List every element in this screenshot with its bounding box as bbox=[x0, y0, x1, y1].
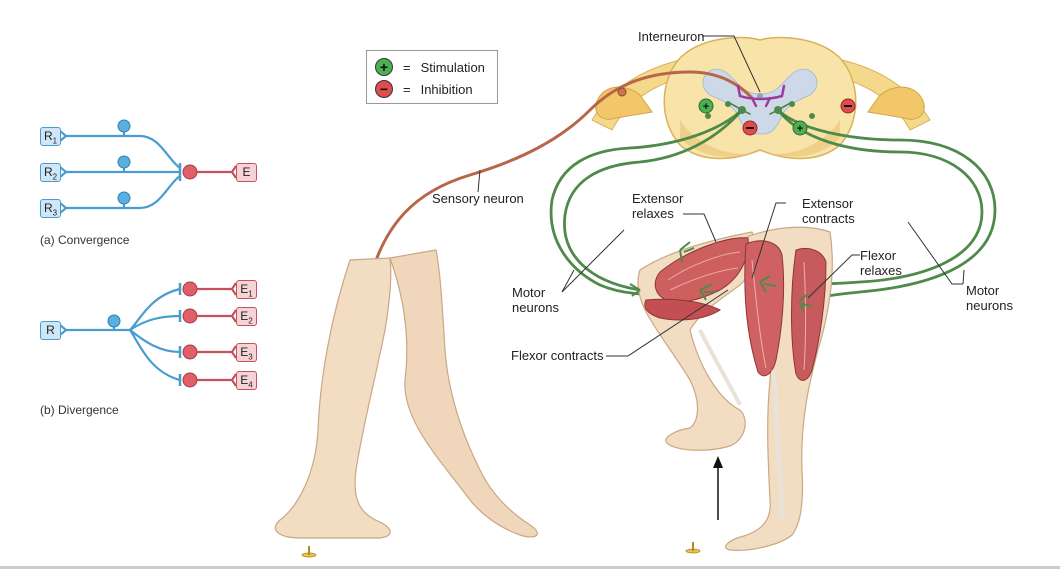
flexor-muscle-contracting bbox=[644, 298, 721, 321]
cell-body bbox=[107, 314, 121, 328]
stimulus-tacks bbox=[301, 542, 701, 558]
flexor-muscle-relaxing bbox=[791, 248, 827, 381]
svg-text:+: + bbox=[797, 123, 803, 135]
cell-body bbox=[117, 119, 131, 133]
synapse-markers: + + bbox=[698, 98, 856, 136]
stimulation-marker bbox=[792, 120, 808, 136]
extensor-contracts-label-line1: Extensor bbox=[802, 196, 854, 211]
legend-equals: = bbox=[403, 59, 411, 75]
sensory-neuron-label: Sensory neuron bbox=[432, 191, 524, 206]
legend-inhibition-row: − = Inhibition bbox=[375, 79, 473, 99]
motor-neurons-right-label-line1: Motor bbox=[966, 283, 1000, 298]
legend-equals: = bbox=[403, 81, 411, 97]
extensor-relaxes-label-line1: Extensor bbox=[632, 191, 684, 206]
svg-text:+: + bbox=[703, 101, 709, 113]
receptor-box: R2 bbox=[40, 163, 61, 182]
receptor-box: R3 bbox=[40, 199, 61, 218]
divergence-caption: (b) Divergence bbox=[40, 403, 119, 417]
effector-box: E2 bbox=[236, 307, 257, 326]
motor-neurons-right-label-line2: neurons bbox=[966, 298, 1013, 313]
effector-box: E1 bbox=[236, 280, 257, 299]
divergence-neuron bbox=[182, 281, 198, 297]
extensor-contracts-label-line2: contracts bbox=[802, 211, 855, 226]
bottom-divider bbox=[0, 566, 1060, 569]
receptor-box: R bbox=[40, 321, 61, 340]
lift-arrow bbox=[713, 456, 723, 520]
minus-icon: − bbox=[375, 80, 393, 98]
left-leg bbox=[274, 249, 538, 539]
convergence-caption: (a) Convergence bbox=[40, 233, 130, 247]
divergence-neuron bbox=[182, 344, 198, 360]
leader-lines bbox=[477, 35, 965, 357]
cell-body bbox=[117, 155, 131, 169]
motor-neurons-left-label-line1: Motor bbox=[512, 285, 546, 300]
flexor-relaxes-label-line1: Flexor bbox=[860, 248, 897, 263]
divergence-diagram bbox=[59, 283, 182, 386]
neuromuscular-junctions bbox=[629, 241, 813, 313]
extensor-relaxes-label-line2: relaxes bbox=[632, 206, 674, 221]
effector-box: E bbox=[236, 163, 257, 182]
right-legs bbox=[637, 226, 833, 551]
divergence-neuron bbox=[182, 308, 198, 324]
effector-box: E4 bbox=[236, 371, 257, 390]
flexor-contracts-label: Flexor contracts bbox=[511, 348, 604, 363]
stimulation-marker bbox=[698, 98, 714, 114]
flexor-relaxes-label-line2: relaxes bbox=[860, 263, 902, 278]
legend-stimulation-label: Stimulation bbox=[420, 59, 485, 75]
extensor-muscle-contracting bbox=[744, 240, 785, 377]
motor-neuron-left bbox=[549, 108, 744, 296]
interneuron-label: Interneuron bbox=[638, 29, 705, 44]
receptor-box: R1 bbox=[40, 127, 61, 146]
legend-stimulation-row: + = Stimulation bbox=[375, 57, 485, 77]
legend-inhibition-label: Inhibition bbox=[420, 81, 473, 97]
interneuron-path bbox=[736, 84, 786, 108]
effector-box: E3 bbox=[236, 343, 257, 362]
motor-neuron-right bbox=[758, 108, 997, 304]
motor-neurons-left-label-line2: neurons bbox=[512, 300, 559, 315]
plus-icon: + bbox=[375, 58, 393, 76]
cell-body bbox=[117, 191, 131, 205]
legend: + = Stimulation − = Inhibition bbox=[366, 50, 498, 104]
convergence-diagram bbox=[59, 124, 182, 214]
divergence-neuron bbox=[182, 372, 198, 388]
convergence-neuron bbox=[182, 164, 198, 180]
sensory-cell-body bbox=[617, 87, 627, 97]
